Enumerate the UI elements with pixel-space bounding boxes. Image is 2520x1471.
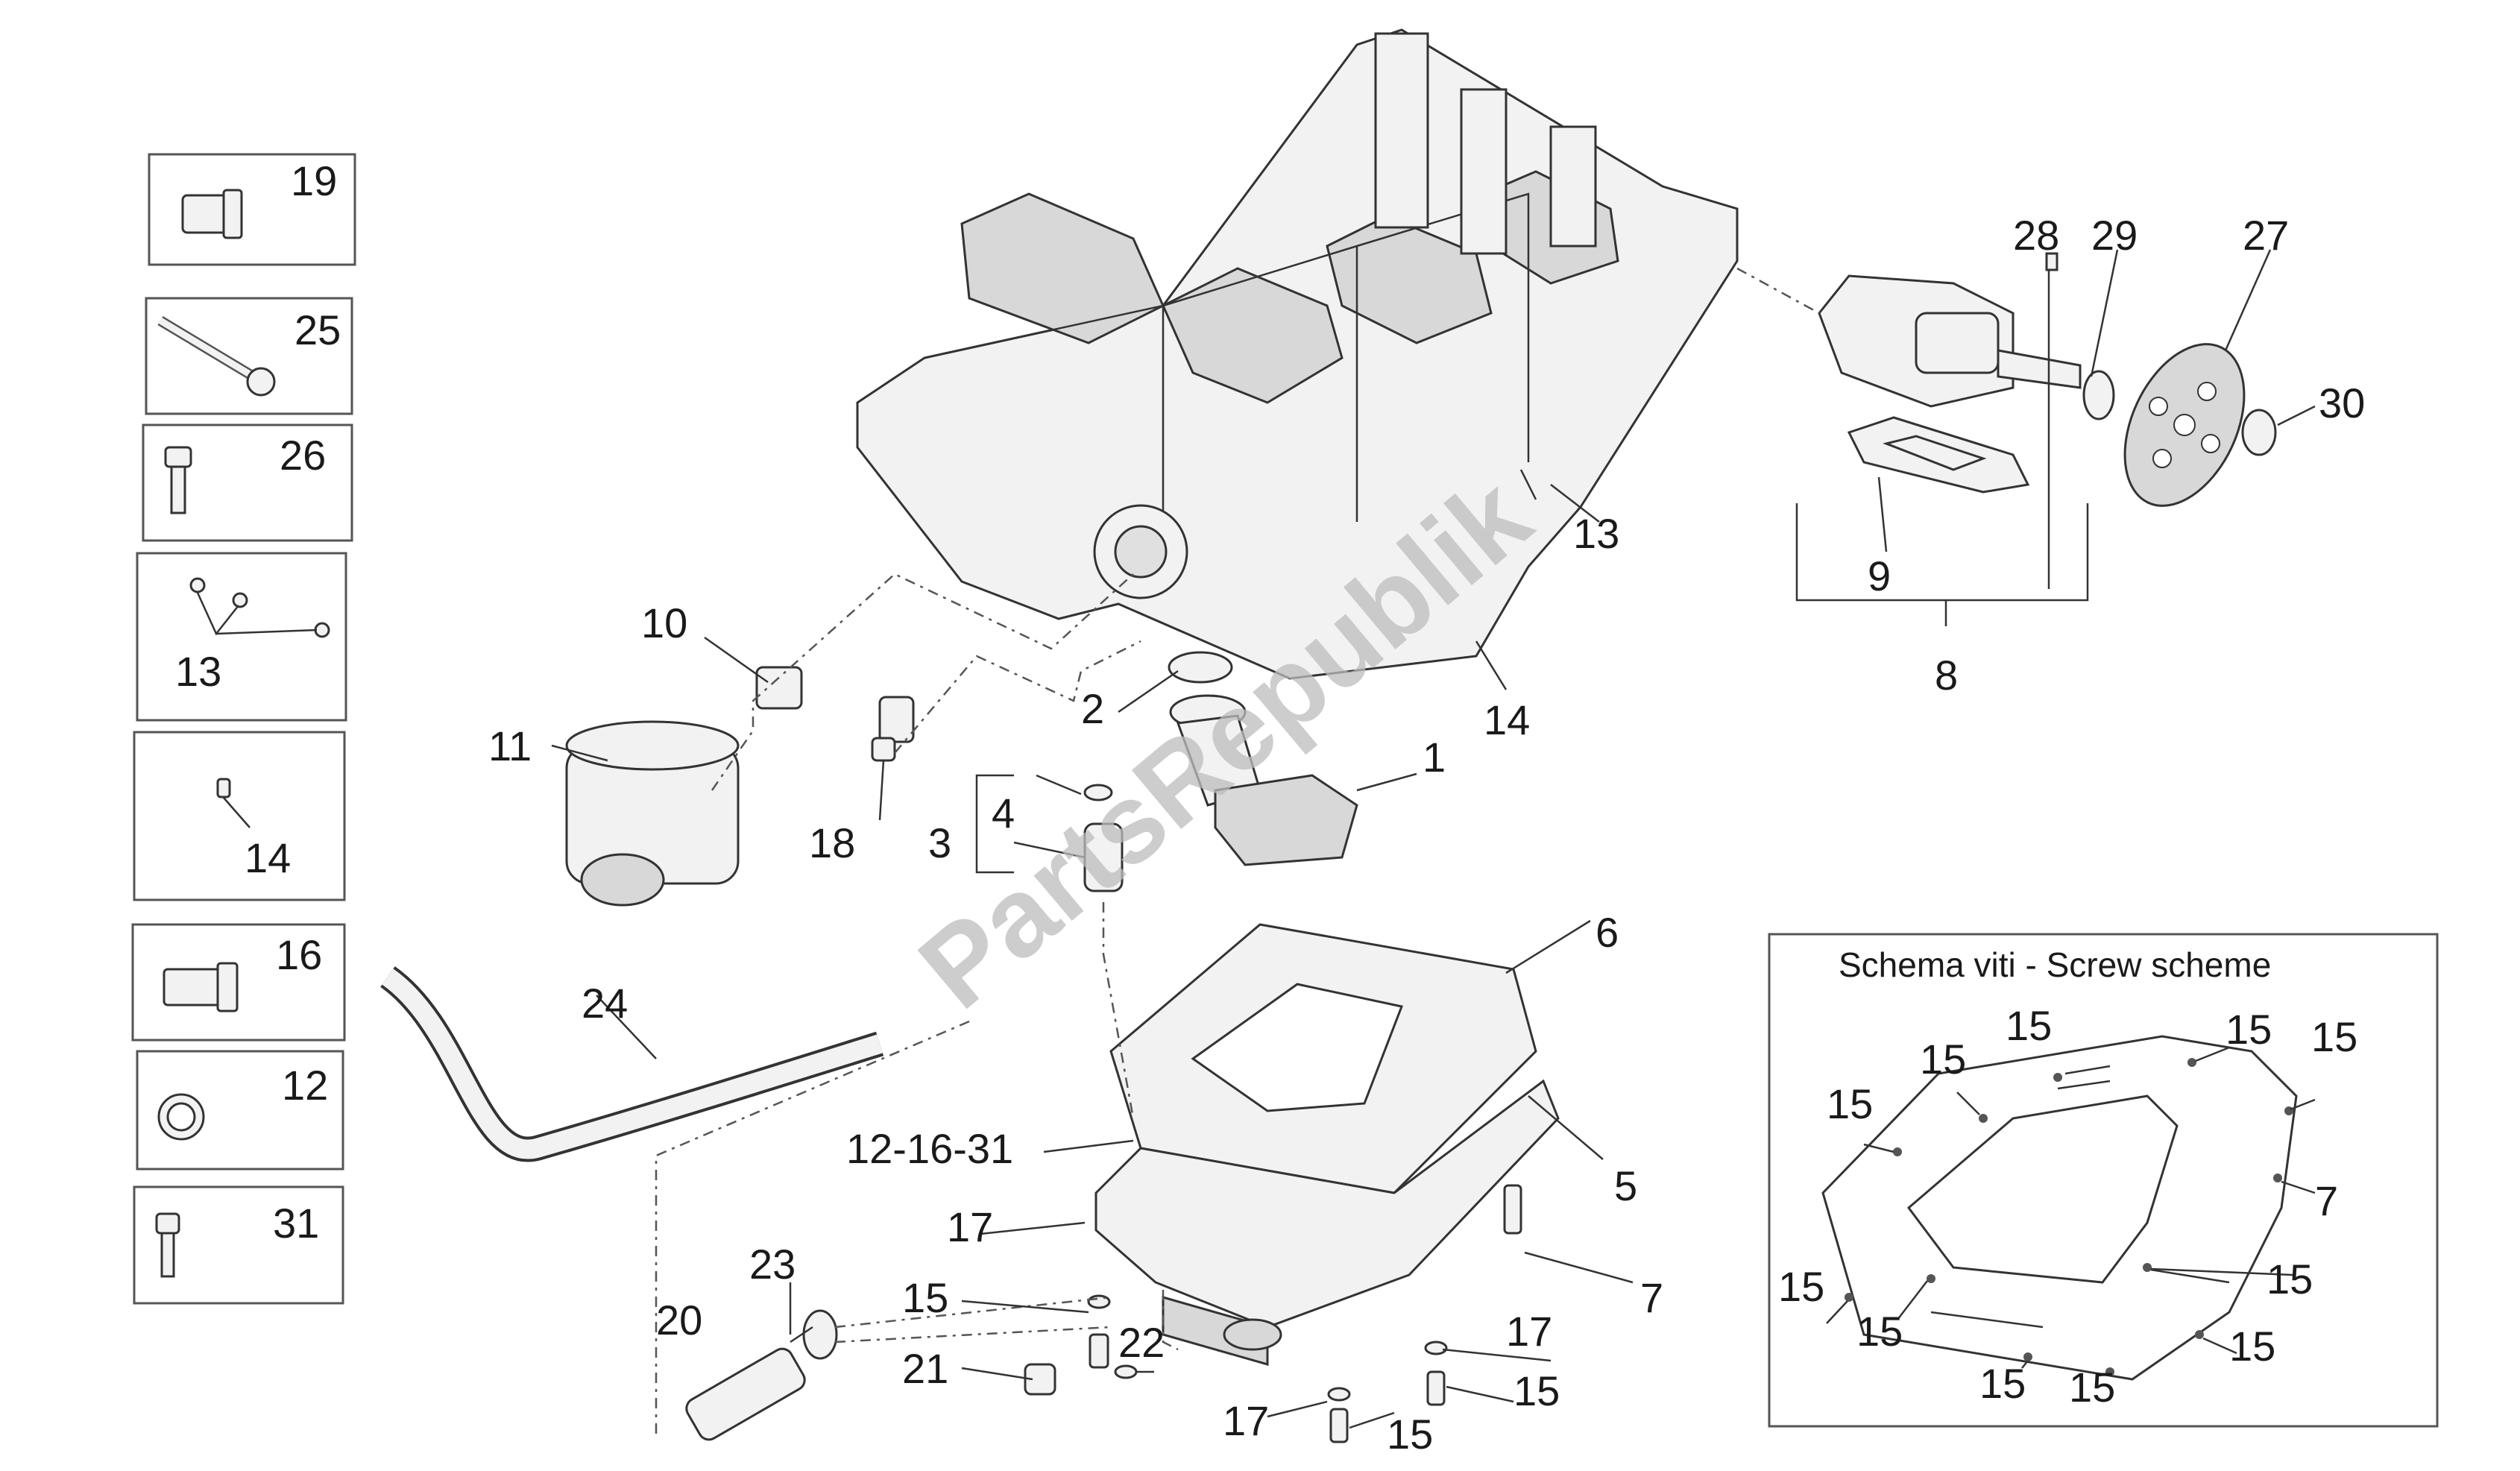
side-part-boxes: 19 25 26 13: [131, 153, 356, 1305]
callout-4: 4: [992, 790, 1015, 837]
callout-labels: 1 2 3 4 5 6 7 8 9 10 11 12-16-31 13 14 1…: [488, 212, 2365, 1458]
callout-7: 7: [1640, 1274, 1663, 1321]
callout-21: 21: [902, 1345, 948, 1392]
screw-scheme-title: Schema viti - Screw scheme: [1839, 945, 2271, 984]
callout-15: 15: [1387, 1411, 1433, 1458]
callout-15: 15: [1513, 1367, 1560, 1414]
part-box-19[interactable]: 19: [148, 153, 356, 266]
part-box-31[interactable]: 31: [133, 1185, 344, 1305]
part-box-12[interactable]: 12: [136, 1050, 344, 1171]
callout-28: 28: [2013, 212, 2059, 259]
scheme-callout-15: 15: [2311, 1013, 2357, 1060]
part-box-26[interactable]: 26: [142, 423, 353, 542]
callout-24: 24: [582, 980, 628, 1027]
scheme-callout-15: 15: [2006, 1002, 2052, 1049]
screw-scheme-box: Schema viti - Screw scheme: [1768, 933, 2439, 1428]
callout-17: 17: [947, 1203, 993, 1250]
scheme-callout-15: 15: [1856, 1308, 1903, 1355]
callout-18: 18: [809, 819, 855, 866]
callout-5: 5: [1614, 1162, 1637, 1209]
part-box-label: 19: [291, 157, 337, 204]
callout-30: 30: [2319, 379, 2365, 426]
callout-2: 2: [1081, 685, 1104, 732]
part-box-25[interactable]: 25: [145, 297, 353, 415]
part-box-label: 26: [280, 432, 326, 479]
callout-9: 9: [1868, 552, 1891, 599]
oil-sump-drawing: [1094, 923, 1560, 1366]
callout-23: 23: [749, 1241, 796, 1288]
callout-13: 13: [1573, 510, 1619, 557]
callout-8: 8: [1935, 652, 1958, 699]
oil-pump-drawing: [1736, 252, 2277, 626]
callout-11: 11: [488, 722, 532, 769]
callout-3: 3: [928, 819, 951, 866]
part-box-14[interactable]: 14: [133, 731, 346, 901]
callout-17: 17: [1506, 1308, 1552, 1355]
assembly-lines: [655, 573, 1179, 1439]
callout-17: 17: [1223, 1397, 1269, 1444]
part-box-label: 14: [245, 834, 291, 881]
part-box-label: 31: [273, 1200, 319, 1247]
part-box-16[interactable]: 16: [131, 923, 346, 1042]
part-box-label: 16: [276, 931, 322, 978]
part-box-label: 12: [282, 1062, 328, 1109]
scheme-callout-7: 7: [2315, 1177, 2338, 1224]
callout-22: 22: [1118, 1319, 1165, 1366]
oil-pickup-drawing: [1083, 651, 1358, 892]
part-box-label: 13: [175, 648, 221, 695]
scheme-callout-15: 15: [2267, 1256, 2313, 1303]
callout-29: 29: [2091, 212, 2138, 259]
callout-20: 20: [656, 1297, 702, 1344]
callout-15: 15: [902, 1274, 948, 1321]
callout-1: 1: [1423, 734, 1446, 781]
callout-12-16-31: 12-16-31: [846, 1125, 1013, 1172]
scheme-callout-labels: 15 15 15 15 15 7 15 15 15 15 15 15: [1778, 1002, 2357, 1411]
crankcase-drawing: [856, 28, 1739, 680]
oil-hose-drawing: [379, 966, 1138, 1441]
callout-14: 14: [1484, 696, 1530, 743]
callout-27: 27: [2243, 212, 2289, 259]
scheme-callout-15: 15: [1979, 1360, 2026, 1407]
part-box-13[interactable]: 13: [136, 552, 347, 722]
scheme-callout-15: 15: [1778, 1263, 1824, 1310]
scheme-callout-15: 15: [2226, 1006, 2272, 1053]
scheme-callout-15: 15: [1827, 1080, 1873, 1127]
leader-lines: [551, 249, 2316, 1429]
callout-6: 6: [1596, 909, 1619, 956]
scheme-callout-15: 15: [2229, 1323, 2275, 1370]
callout-10: 10: [641, 599, 687, 646]
scheme-callout-15: 15: [2069, 1364, 2115, 1411]
oil-filter-drawing: [565, 666, 915, 907]
scheme-callout-15: 15: [1920, 1036, 1966, 1083]
part-box-label: 25: [294, 306, 341, 353]
